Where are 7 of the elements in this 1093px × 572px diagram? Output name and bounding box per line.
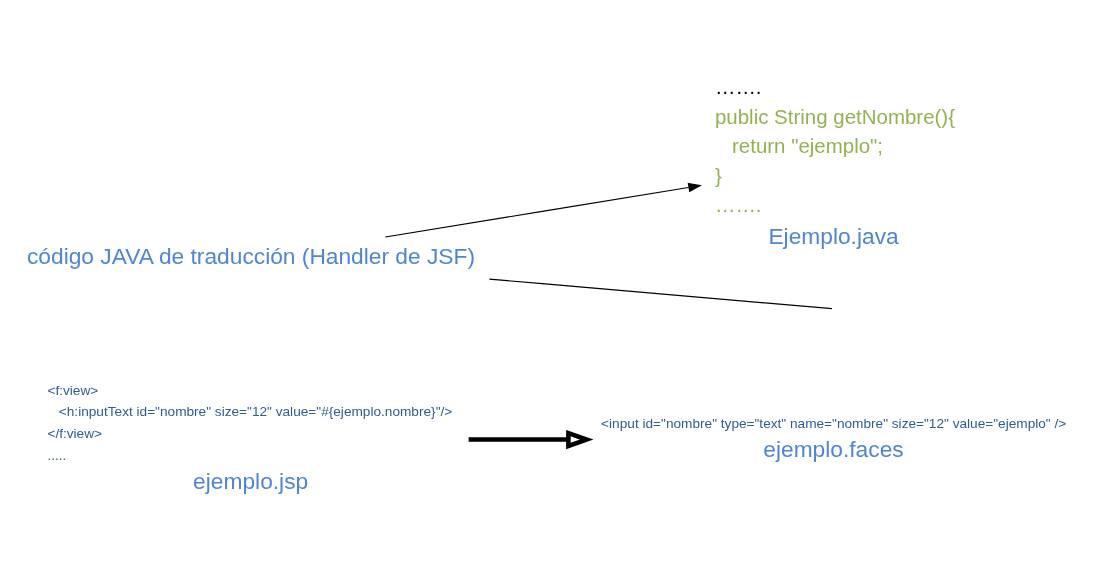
node-text: <input id="nombre" type="text" name="nombre" size="12" value="ejemplo" /> ejemplo.faces [601, 415, 1067, 462]
node-text: código JAVA de traducción (Handler de JSF) [26, 242, 476, 269]
connector [488, 278, 833, 309]
arrow [468, 429, 594, 449]
arrow [384, 182, 702, 237]
node-text: ……. public String getNombre(){ return "ejemplo"; } ……. Ejemplo.java [714, 74, 955, 249]
node-text: <f:view> <h:inputText id="nombre" size="12" value="#{ejemplo.nombre}"/> </f:view> ..... ejemplo.jsp [47, 382, 453, 494]
